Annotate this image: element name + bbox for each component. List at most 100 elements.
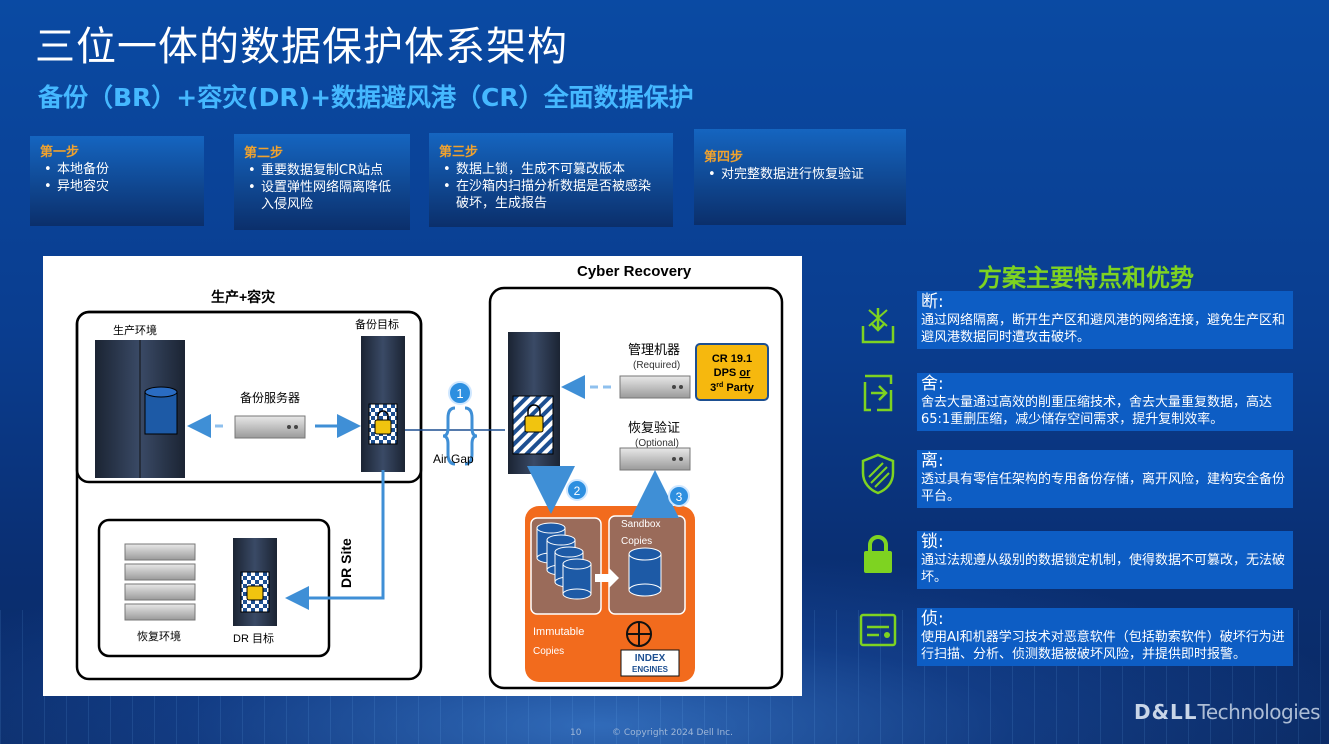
step-label: 第三步	[439, 145, 479, 160]
prod-dr-title: 生产+容灾	[211, 289, 276, 305]
step-item: 重要数据复制CR站点	[248, 162, 400, 179]
feature-discard: 舍: 舍去大量通过高效的削重压缩技术，舍去大量重复数据，高达65:1重删压缩，减…	[917, 373, 1293, 431]
step-item: 设置弹性网络隔离降低入侵风险	[248, 179, 400, 213]
feature-head: 锁:	[921, 532, 944, 552]
step-2-card: 第二步 重要数据复制CR站点 设置弹性网络隔离降低入侵风险	[234, 134, 410, 230]
dr-target-label: DR 目标	[233, 631, 274, 645]
step-list: 数据上锁，生成不可篡改版本 在沙箱内扫描分析数据是否被感染破坏，生成报告	[439, 161, 663, 212]
architecture-diagram: Cyber Recovery 生产+容灾 生产环境 备份目标 备份服务器 Air…	[43, 256, 802, 696]
led	[679, 385, 683, 389]
step-list: 重要数据复制CR站点 设置弹性网络隔离降低入侵风险	[244, 162, 400, 213]
immutable-storage-icons	[536, 522, 592, 600]
step-label: 第一步	[40, 145, 80, 160]
cr-box-line1: CR 19.1	[712, 353, 752, 365]
vault-lock-icon	[524, 415, 544, 433]
scan-icon	[859, 613, 897, 647]
immutable-copies-label: Copies	[533, 646, 564, 657]
feature-lock: 锁: 通过法规遵从级别的数据锁定机制，使得数据不可篡改，无法破坏。	[917, 531, 1293, 589]
mgmt-server-icon	[619, 375, 691, 399]
backup-server-label: 备份服务器	[240, 390, 300, 405]
storage-top	[144, 386, 178, 398]
dr-site-label: DR Site	[338, 538, 354, 588]
index-engines-logo: INDEX ENGINES	[620, 621, 680, 677]
air-gap-label: Air Gap	[433, 452, 474, 466]
sandbox-label: Sandbox	[621, 519, 660, 530]
step-list: 对完整数据进行恢复验证	[704, 166, 896, 183]
step-label: 第二步	[244, 146, 284, 161]
step-item: 异地容灾	[44, 178, 194, 195]
lock-icon	[374, 419, 392, 435]
feature-head: 侦:	[921, 609, 944, 629]
network-break-icon	[861, 308, 895, 344]
step-item: 数据上锁，生成不可篡改版本	[443, 161, 663, 178]
dr-replication-arrow	[285, 470, 385, 610]
step-3-card: 第三步 数据上锁，生成不可篡改版本 在沙箱内扫描分析数据是否被感染破坏，生成报告	[429, 133, 673, 227]
step-1-number: 1	[456, 386, 463, 401]
dell-technologies-logo: D&LLTechnologies	[1134, 700, 1321, 724]
led	[287, 425, 291, 429]
step-1-badge	[448, 381, 472, 405]
cr-box-line2: DPS or	[714, 367, 751, 379]
compress-icon	[863, 374, 893, 412]
led	[294, 425, 298, 429]
step-list: 本地备份 异地容灾	[40, 161, 194, 195]
dr-lock-icon	[246, 585, 264, 601]
recovery-verify-optional: (Optional)	[635, 438, 679, 449]
sandbox-storage-icon	[628, 547, 662, 597]
shield-icon	[861, 453, 895, 495]
air-gap-bracket-left	[442, 406, 456, 466]
feature-detect: 侦: 使用AI和机器学习技术对恶意软件（包括勒索软件）破坏行为进行扫描、分析、侦…	[917, 608, 1293, 666]
feature-head: 断:	[921, 292, 944, 312]
cyber-recovery-box	[488, 286, 784, 690]
feature-isolate: 离: 透过具有零信任架构的专用备份存储，离开风险，建构安全备份平台。	[917, 450, 1293, 508]
step-item: 本地备份	[44, 161, 194, 178]
step-2-badge	[566, 479, 588, 501]
backup-target-label: 备份目标	[355, 317, 399, 331]
cr-box-dps: DPS	[714, 367, 740, 379]
feature-text: 舍去大量通过高效的削重压缩技术，舍去大量重复数据，高达65:1重删压缩，减少储存…	[921, 395, 1273, 427]
cr-box-party: Party	[723, 382, 754, 394]
prod-env-label: 生产环境	[113, 323, 157, 337]
led	[679, 457, 683, 461]
cr-box-line3: 3rd Party	[710, 382, 755, 394]
index-text: INDEX	[635, 653, 666, 664]
feature-text: 通过法规遵从级别的数据锁定机制，使得数据不可篡改，无法破坏。	[921, 553, 1286, 585]
lock-icon	[864, 535, 892, 573]
dr-inner-box	[97, 518, 331, 658]
logo-technologies: Technologies	[1197, 700, 1321, 724]
mgmt-label: 管理机器	[628, 342, 680, 357]
lock-shackle	[377, 410, 389, 420]
sandbox-copies-label: Copies	[621, 536, 652, 547]
feature-break: 断: 通过网络隔离，断开生产区和避风港的网络连接，避免生产区和避风港数据同时遭攻…	[917, 291, 1293, 349]
features-title: 方案主要特点和优势	[978, 264, 1194, 292]
cr-box-3: 3	[710, 382, 716, 394]
mgmt-required: (Required)	[633, 360, 680, 371]
step-item: 在沙箱内扫描分析数据是否被感染破坏，生成报告	[443, 178, 663, 212]
logo-dell: D&LL	[1134, 700, 1198, 724]
prod-storage-icon	[144, 391, 178, 435]
recovery-verify-label: 恢复验证	[628, 420, 680, 435]
step-4-card: 第四步 对完整数据进行恢复验证	[694, 129, 906, 225]
led	[672, 385, 676, 389]
recovery-env-servers-icon	[124, 543, 196, 621]
feature-text: 使用AI和机器学习技术对恶意软件（包括勒索软件）破坏行为进行扫描、分析、侦测数据…	[921, 630, 1285, 662]
copy-arrow	[595, 568, 619, 588]
step-item: 对完整数据进行恢复验证	[708, 166, 896, 183]
recovery-env-label: 恢复环境	[137, 629, 181, 643]
step-label: 第四步	[704, 150, 744, 165]
led	[672, 457, 676, 461]
immutable-label: Immutable	[533, 626, 584, 638]
lock-shackle	[527, 404, 541, 416]
engines-text: ENGINES	[632, 665, 669, 674]
page-subtitle: 备份（BR）+容灾(DR)+数据避风港（CR）全面数据保护	[38, 83, 694, 112]
cr-box-rd: rd	[716, 382, 723, 389]
step-3-number: 3	[676, 490, 683, 504]
diagram-svg: Cyber Recovery 生产+容灾 生产环境 备份目标 备份服务器 Air…	[75, 263, 784, 690]
step-3-badge	[668, 485, 690, 507]
feature-text: 通过网络隔离，断开生产区和避风港的网络连接，避免生产区和避风港数据同时遭攻击破坏…	[921, 313, 1286, 345]
page-title: 三位一体的数据保护体系架构	[35, 24, 568, 70]
cyber-recovery-title: Cyber Recovery	[577, 263, 692, 280]
air-gap-bracket-right	[464, 406, 478, 466]
copyright: © Copyright 2024 Dell Inc.	[612, 728, 733, 738]
feature-text: 透过具有零信任架构的专用备份存储，离开风险，建构安全备份平台。	[921, 472, 1286, 504]
